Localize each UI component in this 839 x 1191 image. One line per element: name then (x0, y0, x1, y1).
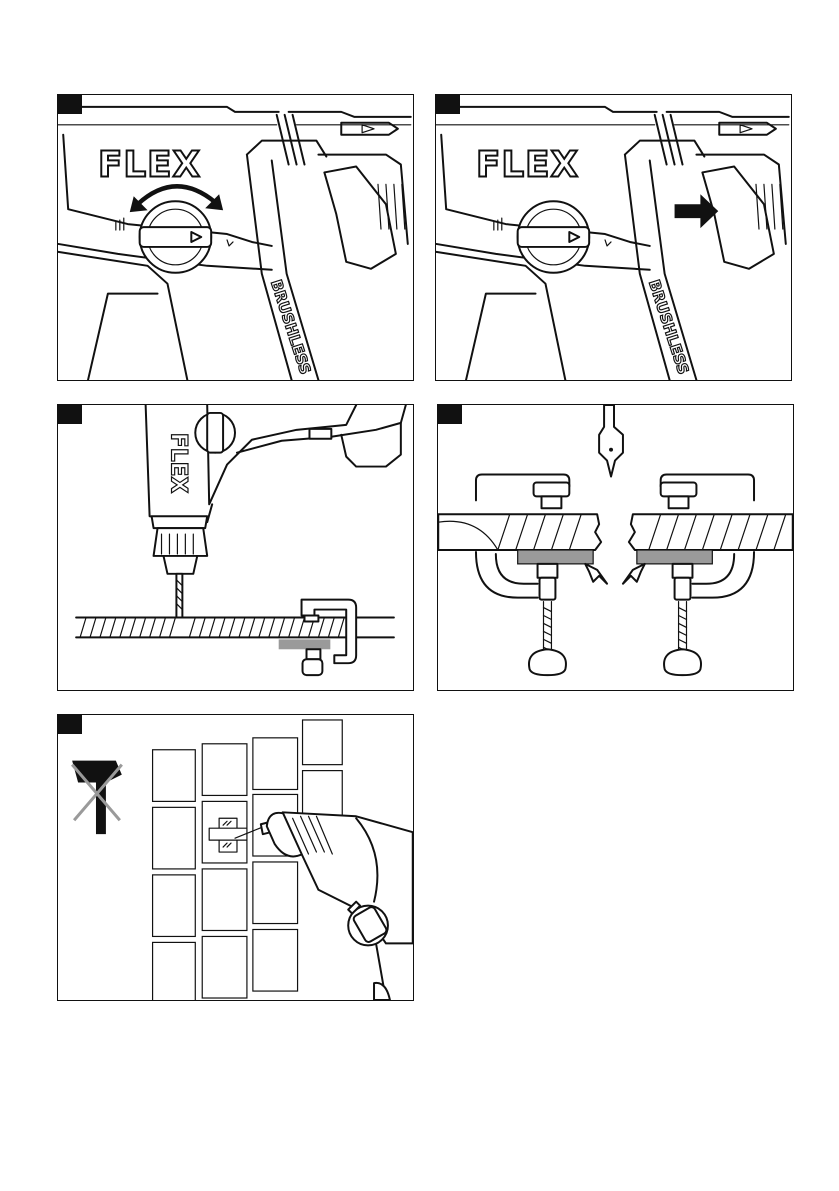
spade-bit-icon (599, 405, 623, 476)
no-hammer-icon (72, 761, 122, 834)
brand-logo-text: FLEX (98, 144, 201, 185)
figure-3-illustration: FLEX (58, 405, 413, 690)
brand-logo-text: FLEX (165, 433, 190, 494)
figure-5-panel (57, 714, 414, 1001)
brand-logo-text: FLEX (476, 144, 579, 185)
figure-1-illustration: FLEX BRUSHLESS (58, 95, 413, 380)
figure-4-panel (437, 404, 794, 691)
figure-2-illustration: FLEX BRUSHLESS (436, 95, 791, 380)
push-arrow-icon (675, 194, 719, 228)
figure-4-illustration (438, 405, 793, 690)
brushless-label: BRUSHLESS (645, 277, 693, 376)
figure-2-panel: FLEX BRUSHLESS (435, 94, 792, 381)
brushless-label: BRUSHLESS (267, 277, 315, 376)
figure-5-illustration (58, 715, 413, 1000)
figure-3-panel: FLEX (57, 404, 414, 691)
figure-1-panel: FLEX BRUSHLESS (57, 94, 414, 381)
